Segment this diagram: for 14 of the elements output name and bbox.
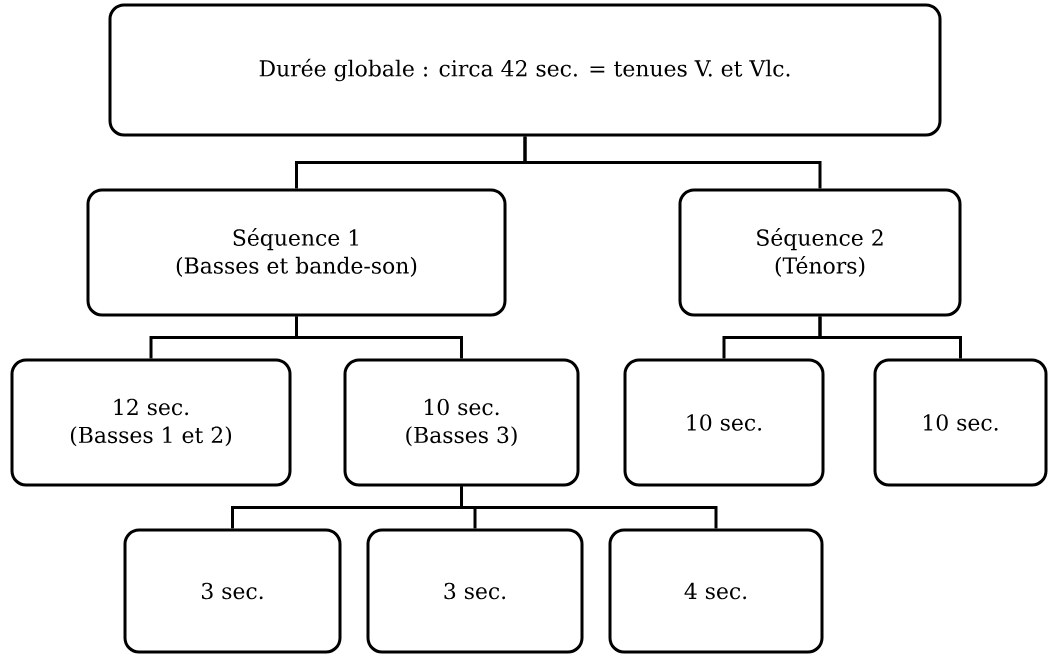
text-box: 12 sec. (Basses 1 et 2) bbox=[10, 358, 292, 487]
connector-line bbox=[523, 136, 822, 189]
text-box: Durée globale : circa 42 sec. = tenues V. et Vlc. bbox=[108, 3, 942, 137]
text-box: 4 sec. bbox=[608, 528, 824, 654]
text-box: 3 sec. bbox=[123, 528, 342, 654]
connector-line bbox=[818, 316, 962, 359]
text-box: 3 sec. bbox=[366, 528, 584, 654]
text-box: Séquence 2 (Ténors) bbox=[678, 188, 962, 317]
connector-line bbox=[295, 316, 463, 359]
connector-line bbox=[460, 486, 718, 529]
text-box: 10 sec. bbox=[623, 358, 825, 487]
text-box: 10 sec. (Basses 3) bbox=[343, 358, 580, 487]
text-box: Séquence 1 (Basses et bande-son) bbox=[86, 188, 507, 317]
text-box: 10 sec. bbox=[873, 358, 1048, 487]
